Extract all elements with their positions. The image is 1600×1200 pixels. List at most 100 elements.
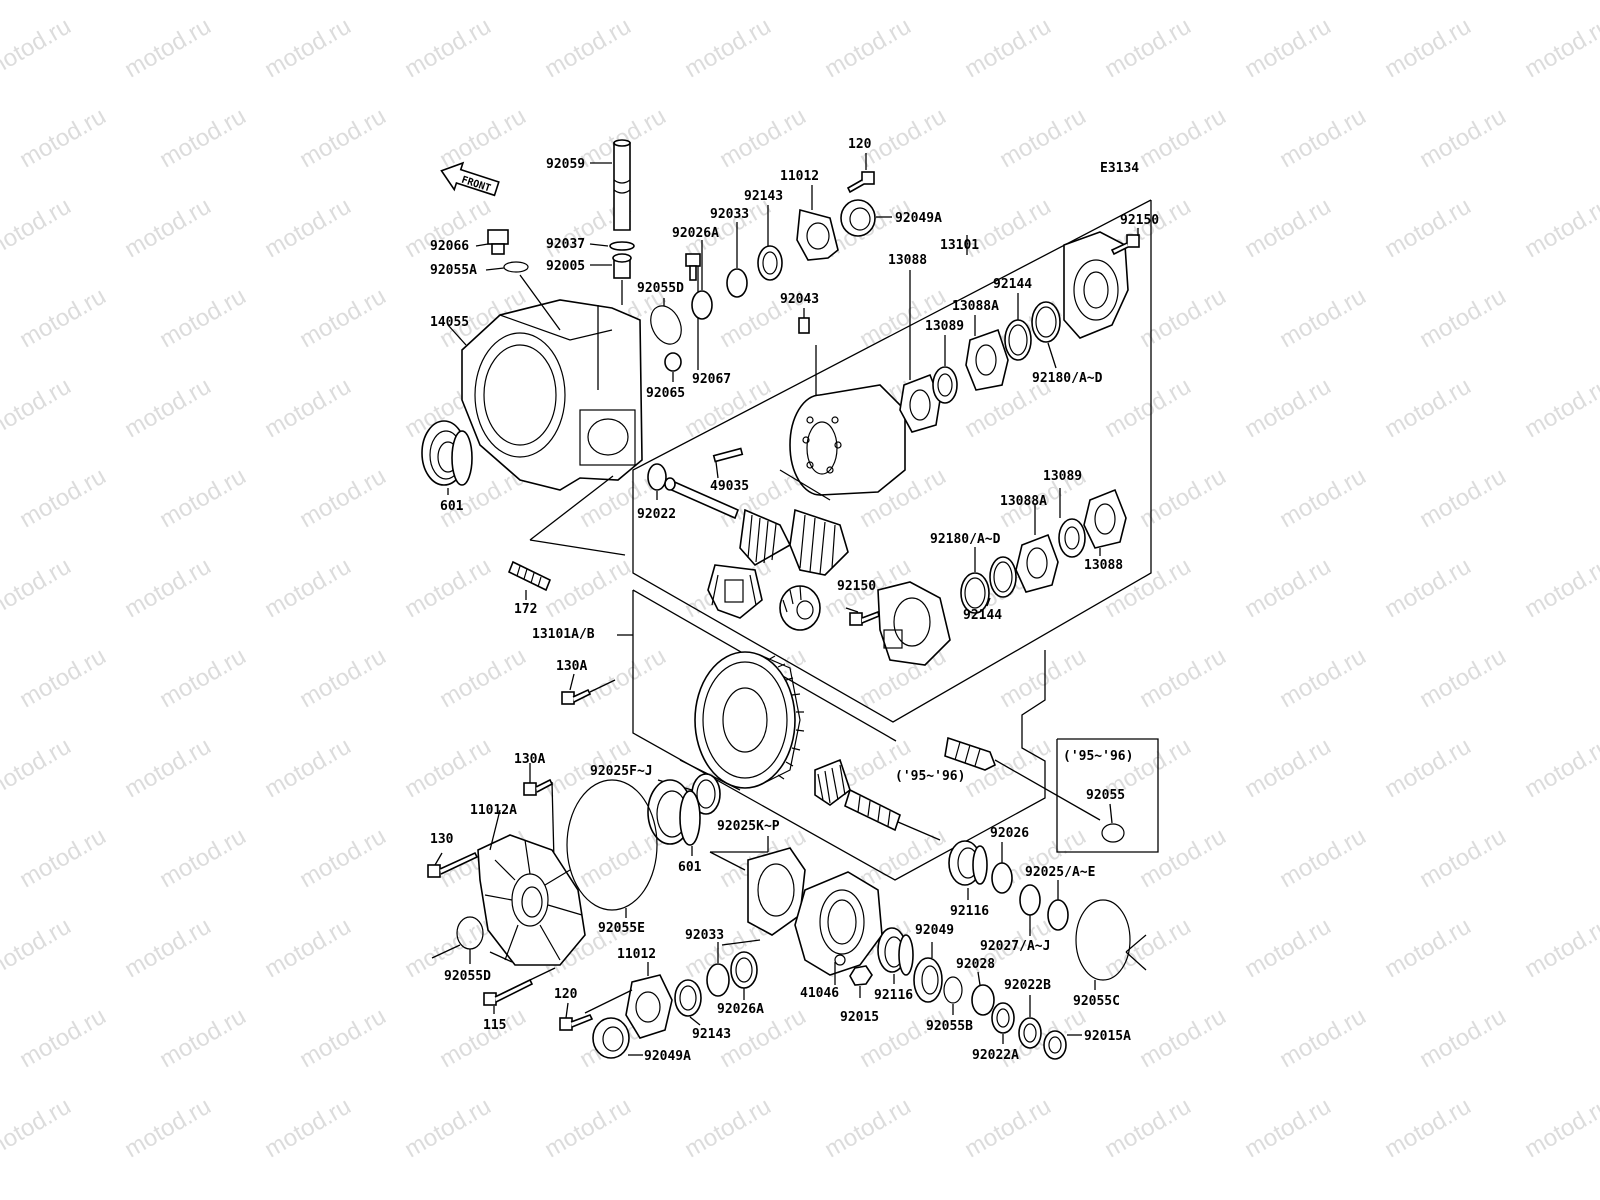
label-120-lower: 120 [554, 987, 578, 1002]
label-92022A: 92022A [972, 1048, 1019, 1063]
label-130A-lower: 130A [514, 752, 545, 767]
label-41046: 41046 [800, 986, 839, 1001]
label-92033-top: 92033 [710, 207, 749, 222]
part-drive-pinion [814, 758, 901, 832]
label-92037: 92037 [546, 237, 585, 252]
part-120-bolt-top [846, 171, 875, 194]
part-92022B-washer [1018, 1017, 1042, 1049]
part-92065-washer [664, 352, 682, 372]
part-92150-bolt-upper [1110, 234, 1140, 256]
diagram-code: E3134 [1100, 161, 1139, 176]
label-92150-lower: 92150 [837, 579, 876, 594]
label-13089-upper: 13089 [925, 319, 964, 334]
label-92026: 92026 [990, 826, 1029, 841]
label-13088A-lower: 13088A [1000, 494, 1047, 509]
label-11012-top: 11012 [780, 169, 819, 184]
label-year-range-2: ('95~'96) [1063, 749, 1133, 764]
part-92022A-lockwasher [991, 1002, 1015, 1034]
label-11012A: 11012A [470, 803, 517, 818]
part-92022-washer [647, 463, 667, 491]
label-92144-lower: 92144 [963, 608, 1002, 623]
label-92025AE: 92025/A~E [1025, 865, 1095, 880]
part-92005-fitting [612, 253, 632, 305]
part-92026A-top [691, 290, 713, 320]
label-13088-lower: 13088 [1084, 558, 1123, 573]
part-92055-oring [1101, 823, 1125, 843]
label-120-top: 120 [848, 137, 872, 152]
label-92049A-lower: 92049A [644, 1049, 691, 1064]
part-130A-bolt-lower [523, 778, 554, 796]
part-41046-pinion-housing [794, 871, 883, 976]
label-49035: 49035 [710, 479, 749, 494]
part-side-gear-lower [707, 564, 763, 619]
part-11012-cap-lower [625, 974, 673, 1039]
label-92180-lower: 92180/A~D [930, 532, 1001, 547]
part-13088A-plate-lower [1015, 533, 1059, 593]
part-92026-spacer [991, 862, 1013, 894]
label-92025FJ: 92025F~J [590, 764, 653, 779]
part-13089-upper [932, 366, 958, 404]
part-92015A-nut [1043, 1030, 1067, 1060]
label-92015: 92015 [840, 1010, 879, 1025]
part-130-bolt [427, 851, 479, 878]
label-13101: 13101 [940, 238, 979, 253]
label-92055D-top: 92055D [637, 281, 684, 296]
part-flange-upper [1063, 231, 1129, 339]
label-92180-upper: 92180/A~D [1032, 371, 1103, 386]
part-pinion-shaft-1995-96 [944, 736, 997, 771]
label-year-range-1: ('95~'96) [895, 769, 965, 784]
label-92067: 92067 [692, 372, 731, 387]
part-92015-nut [849, 965, 873, 986]
label-92049A-top: 92049A [895, 211, 942, 226]
label-92116-lower: 92116 [874, 988, 913, 1003]
part-92143-lower [674, 979, 702, 1017]
part-side-gear-upper [789, 508, 849, 576]
part-13089-lower [1058, 518, 1086, 558]
part-92033-lower [706, 963, 730, 997]
part-92143-top [757, 245, 783, 281]
label-13089-lower: 13089 [1043, 469, 1082, 484]
label-92025KP: 92025K~P [717, 819, 780, 834]
part-ring-gear [694, 651, 805, 789]
part-pinion-gear-left [739, 508, 792, 567]
part-pinion-gear-lower [779, 585, 821, 631]
label-92043: 92043 [780, 292, 819, 307]
label-14055: 14055 [430, 315, 469, 330]
differential-assembly-frame [632, 199, 1152, 723]
part-11012-cap-top [796, 208, 839, 261]
label-601-top: 601 [440, 499, 464, 514]
label-92055: 92055 [1086, 788, 1125, 803]
label-92116-upper: 92116 [950, 904, 989, 919]
part-601-bearing-lower [647, 779, 701, 846]
part-14055-housing [461, 274, 643, 491]
label-92026A-lower: 92026A [717, 1002, 764, 1017]
part-92049A-seal-lower [592, 1017, 630, 1059]
part-92055D-oring-top [650, 305, 682, 345]
label-92055B: 92055B [926, 1019, 973, 1034]
label-92028: 92028 [956, 957, 995, 972]
part-49035-pin [712, 447, 744, 463]
part-92043-pin [798, 317, 810, 334]
label-92055A: 92055A [430, 263, 477, 278]
year-box-frame [1056, 738, 1159, 853]
label-172: 172 [514, 602, 537, 617]
part-flange-lower [877, 581, 951, 666]
part-172-stud [507, 560, 552, 592]
label-92055C: 92055C [1073, 994, 1120, 1009]
label-11012-lower: 11012 [617, 947, 656, 962]
label-92144-upper: 92144 [993, 277, 1032, 292]
label-92027: 92027/A~J [980, 939, 1050, 954]
part-13088-plate-lower [1083, 488, 1127, 549]
label-92033-lower: 92033 [685, 928, 724, 943]
label-92015A: 92015A [1084, 1029, 1131, 1044]
part-92028-collar [971, 984, 995, 1016]
part-92033-top [726, 268, 748, 298]
label-130A-upper: 130A [556, 659, 587, 674]
label-92059: 92059 [546, 157, 585, 172]
label-92022: 92022 [637, 507, 676, 522]
label-13101AB: 13101A/B [532, 627, 595, 642]
label-13088A-upper: 13088A [952, 299, 999, 314]
part-92059-tube [613, 139, 631, 231]
label-92055E: 92055E [598, 921, 645, 936]
